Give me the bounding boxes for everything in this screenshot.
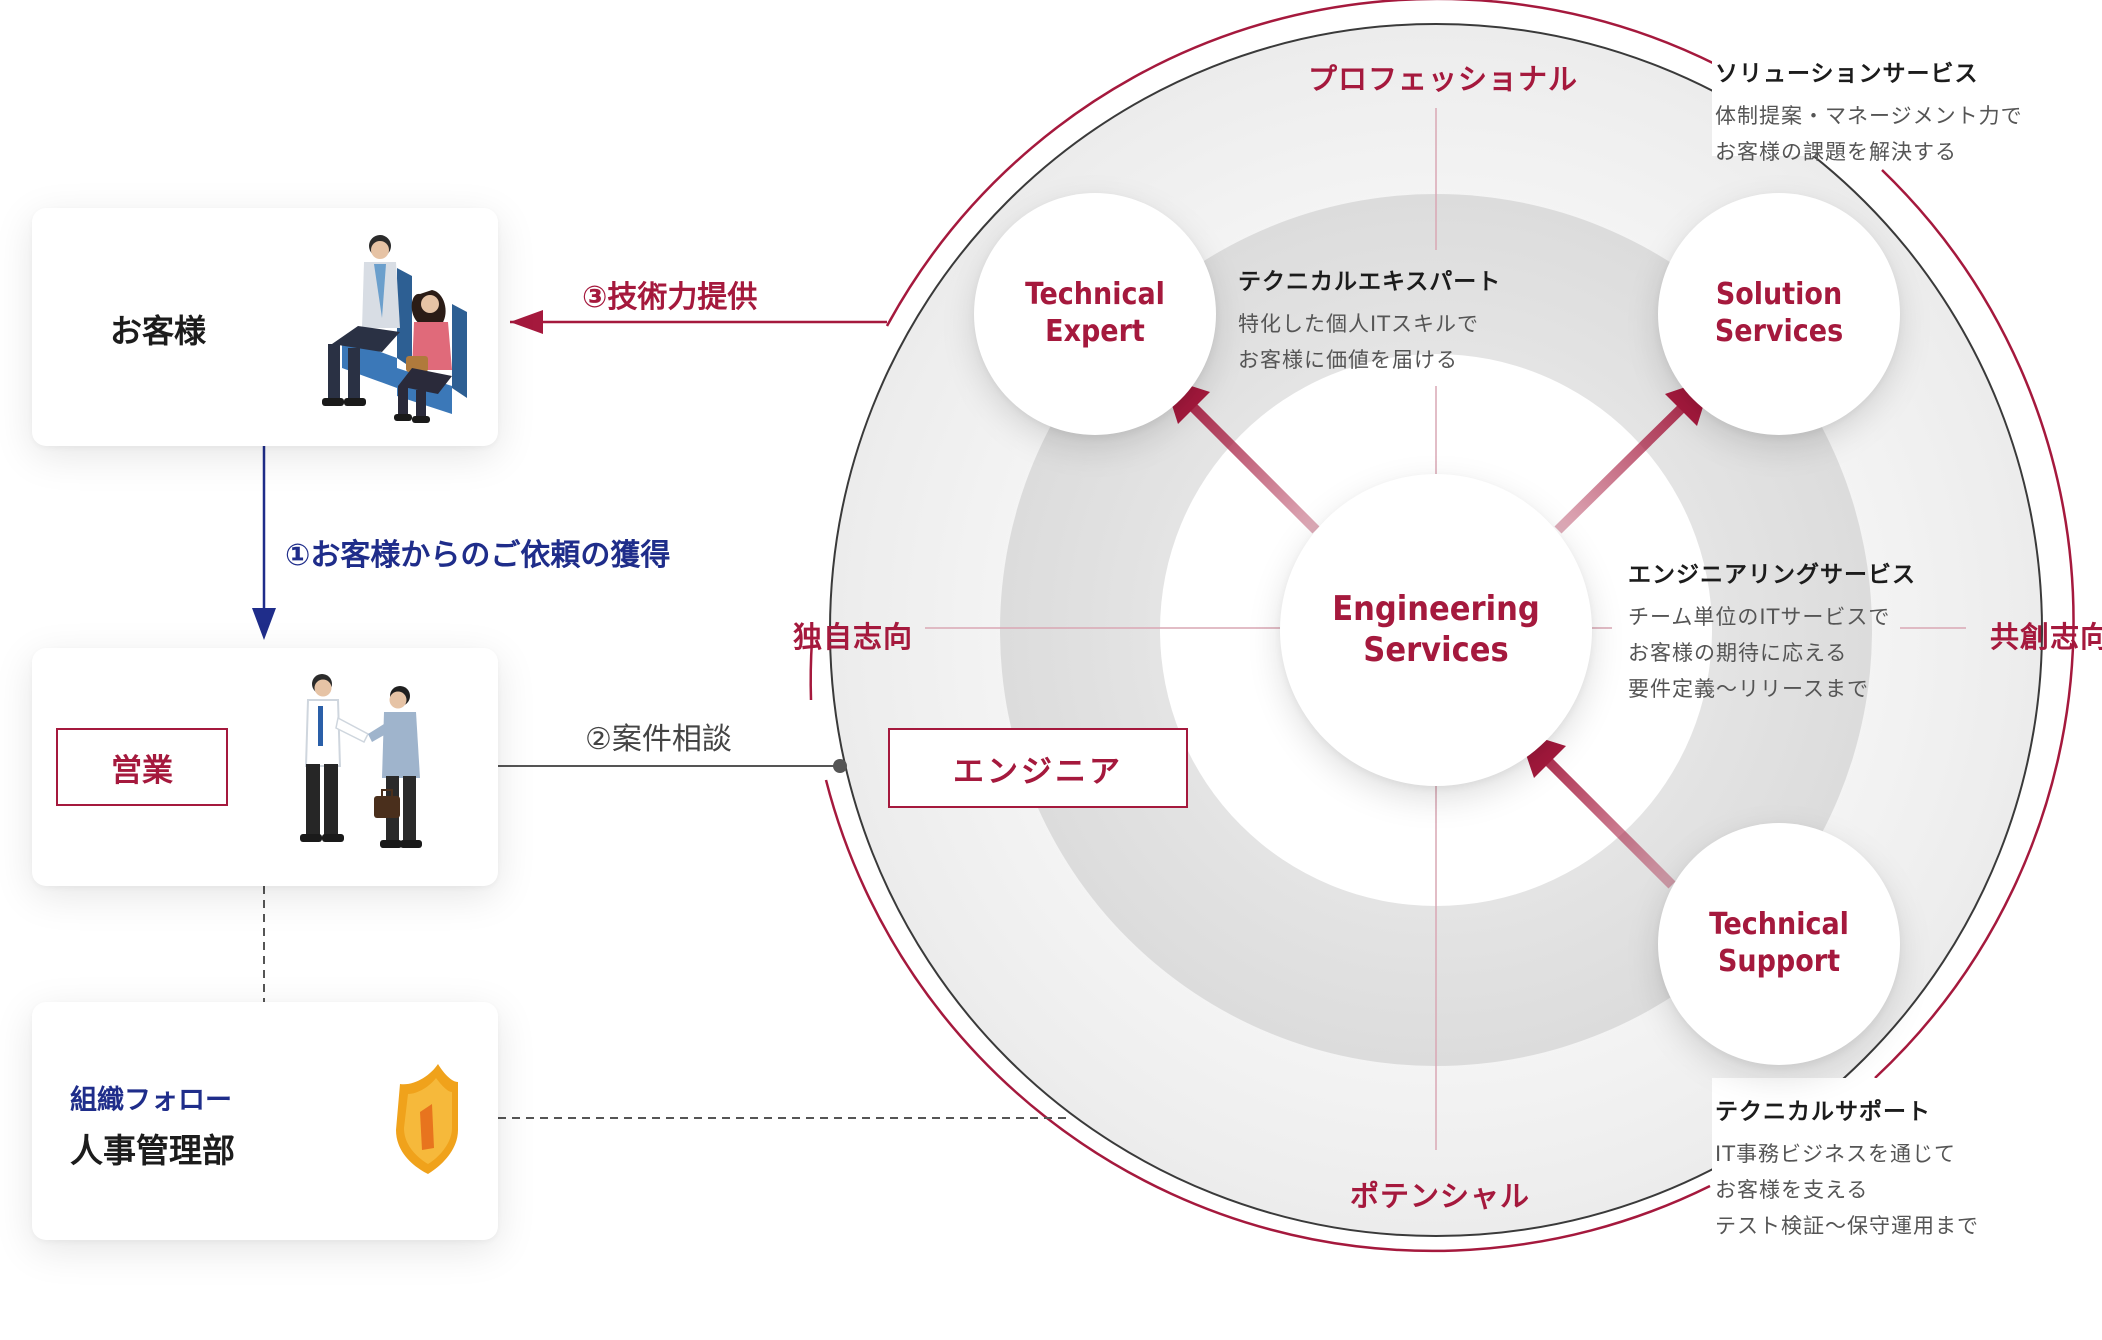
crimson-arc-right — [1874, 169, 2075, 1079]
customer-card — [32, 208, 498, 446]
node-technical-expert-label: Technical Expert — [1025, 277, 1165, 349]
node-technical-expert: Technical Expert — [974, 193, 1216, 435]
axis-label-cocreation: 共創志向 — [1990, 620, 2102, 654]
node-engineering-services: Engineering Services — [1280, 474, 1592, 786]
desc-line: お客様に価値を届ける — [1238, 348, 1458, 372]
node-solution-services: Solution Services — [1658, 193, 1900, 435]
arrow-to-sales — [252, 608, 276, 640]
node-technical-support: Technical Support — [1658, 823, 1900, 1065]
desc-engineering-services: エンジニアリングサービス チーム単位のITサービスで お客様の期待に応える 要件… — [1628, 555, 1916, 707]
outer-ring-outline — [829, 23, 2043, 1237]
node-engineering-services-label: Engineering Services — [1332, 588, 1540, 670]
sales-label: 営業 — [56, 728, 228, 806]
sales-card — [32, 648, 498, 886]
desc-technical-expert: テクニカルエキスパート 特化した個人ITスキルで お客様に価値を届ける — [1238, 262, 1501, 378]
shield-icon — [396, 1064, 458, 1174]
desc-title: テクニカルサポート — [1715, 1099, 1931, 1125]
crimson-arc-top — [885, 0, 1718, 327]
desc-title: テクニカルエキスパート — [1238, 269, 1502, 295]
desc-line: 要件定義〜リリースまで — [1628, 677, 1869, 701]
desc-solution-services: ソリューションサービス 体制提案・マネージメント力で お客様の課題を解決する — [1715, 54, 2023, 170]
desc-title: エンジニアリングサービス — [1628, 562, 1916, 588]
desc-line: 体制提案・マネージメント力で — [1715, 104, 2023, 128]
desc-technical-support: テクニカルサポート IT事務ビジネスを通じて お客様を支える テスト検証〜保守運… — [1715, 1092, 1979, 1244]
desc-line: お客様の期待に応える — [1628, 641, 1848, 665]
hr-subtitle: 組織フォロー — [70, 1085, 232, 1116]
flow-consultation: ②案件相談 — [585, 722, 732, 757]
desc-line: IT事務ビジネスを通じて — [1715, 1142, 1957, 1166]
crimson-arc-left — [809, 639, 814, 701]
handshake-illustration — [300, 674, 422, 848]
flow-acquire-requests: ①お客様からのご依頼の獲得 — [285, 538, 671, 573]
axis-label-potential: ポテンシャル — [1350, 1179, 1531, 1213]
node-technical-support-label: Technical Support — [1709, 907, 1849, 979]
crimson-arc-bottom — [824, 779, 1711, 1253]
axis-label-independent: 独自志向 — [793, 620, 914, 654]
node-solution-services-label: Solution Services — [1714, 277, 1844, 349]
desc-line: お客様の課題を解決する — [1715, 140, 1957, 164]
engineer-label: エンジニア — [888, 728, 1188, 808]
desc-line: 特化した個人ITスキルで — [1238, 312, 1480, 336]
seated-customers-illustration — [322, 235, 467, 423]
axis-label-professional: プロフェッショナル — [1308, 62, 1579, 96]
hr-title: 人事管理部 — [70, 1131, 235, 1170]
desc-line: テスト検証〜保守運用まで — [1715, 1214, 1979, 1238]
desc-line: チーム単位のITサービスで — [1628, 605, 1891, 629]
desc-title: ソリューションサービス — [1715, 61, 1979, 87]
customer-label: お客様 — [110, 312, 207, 350]
arrow-to-customer — [510, 310, 543, 334]
flow-tech-provision: ③技術力提供 — [582, 280, 758, 315]
hr-card — [32, 1002, 498, 1240]
desc-line: お客様を支える — [1715, 1178, 1869, 1202]
